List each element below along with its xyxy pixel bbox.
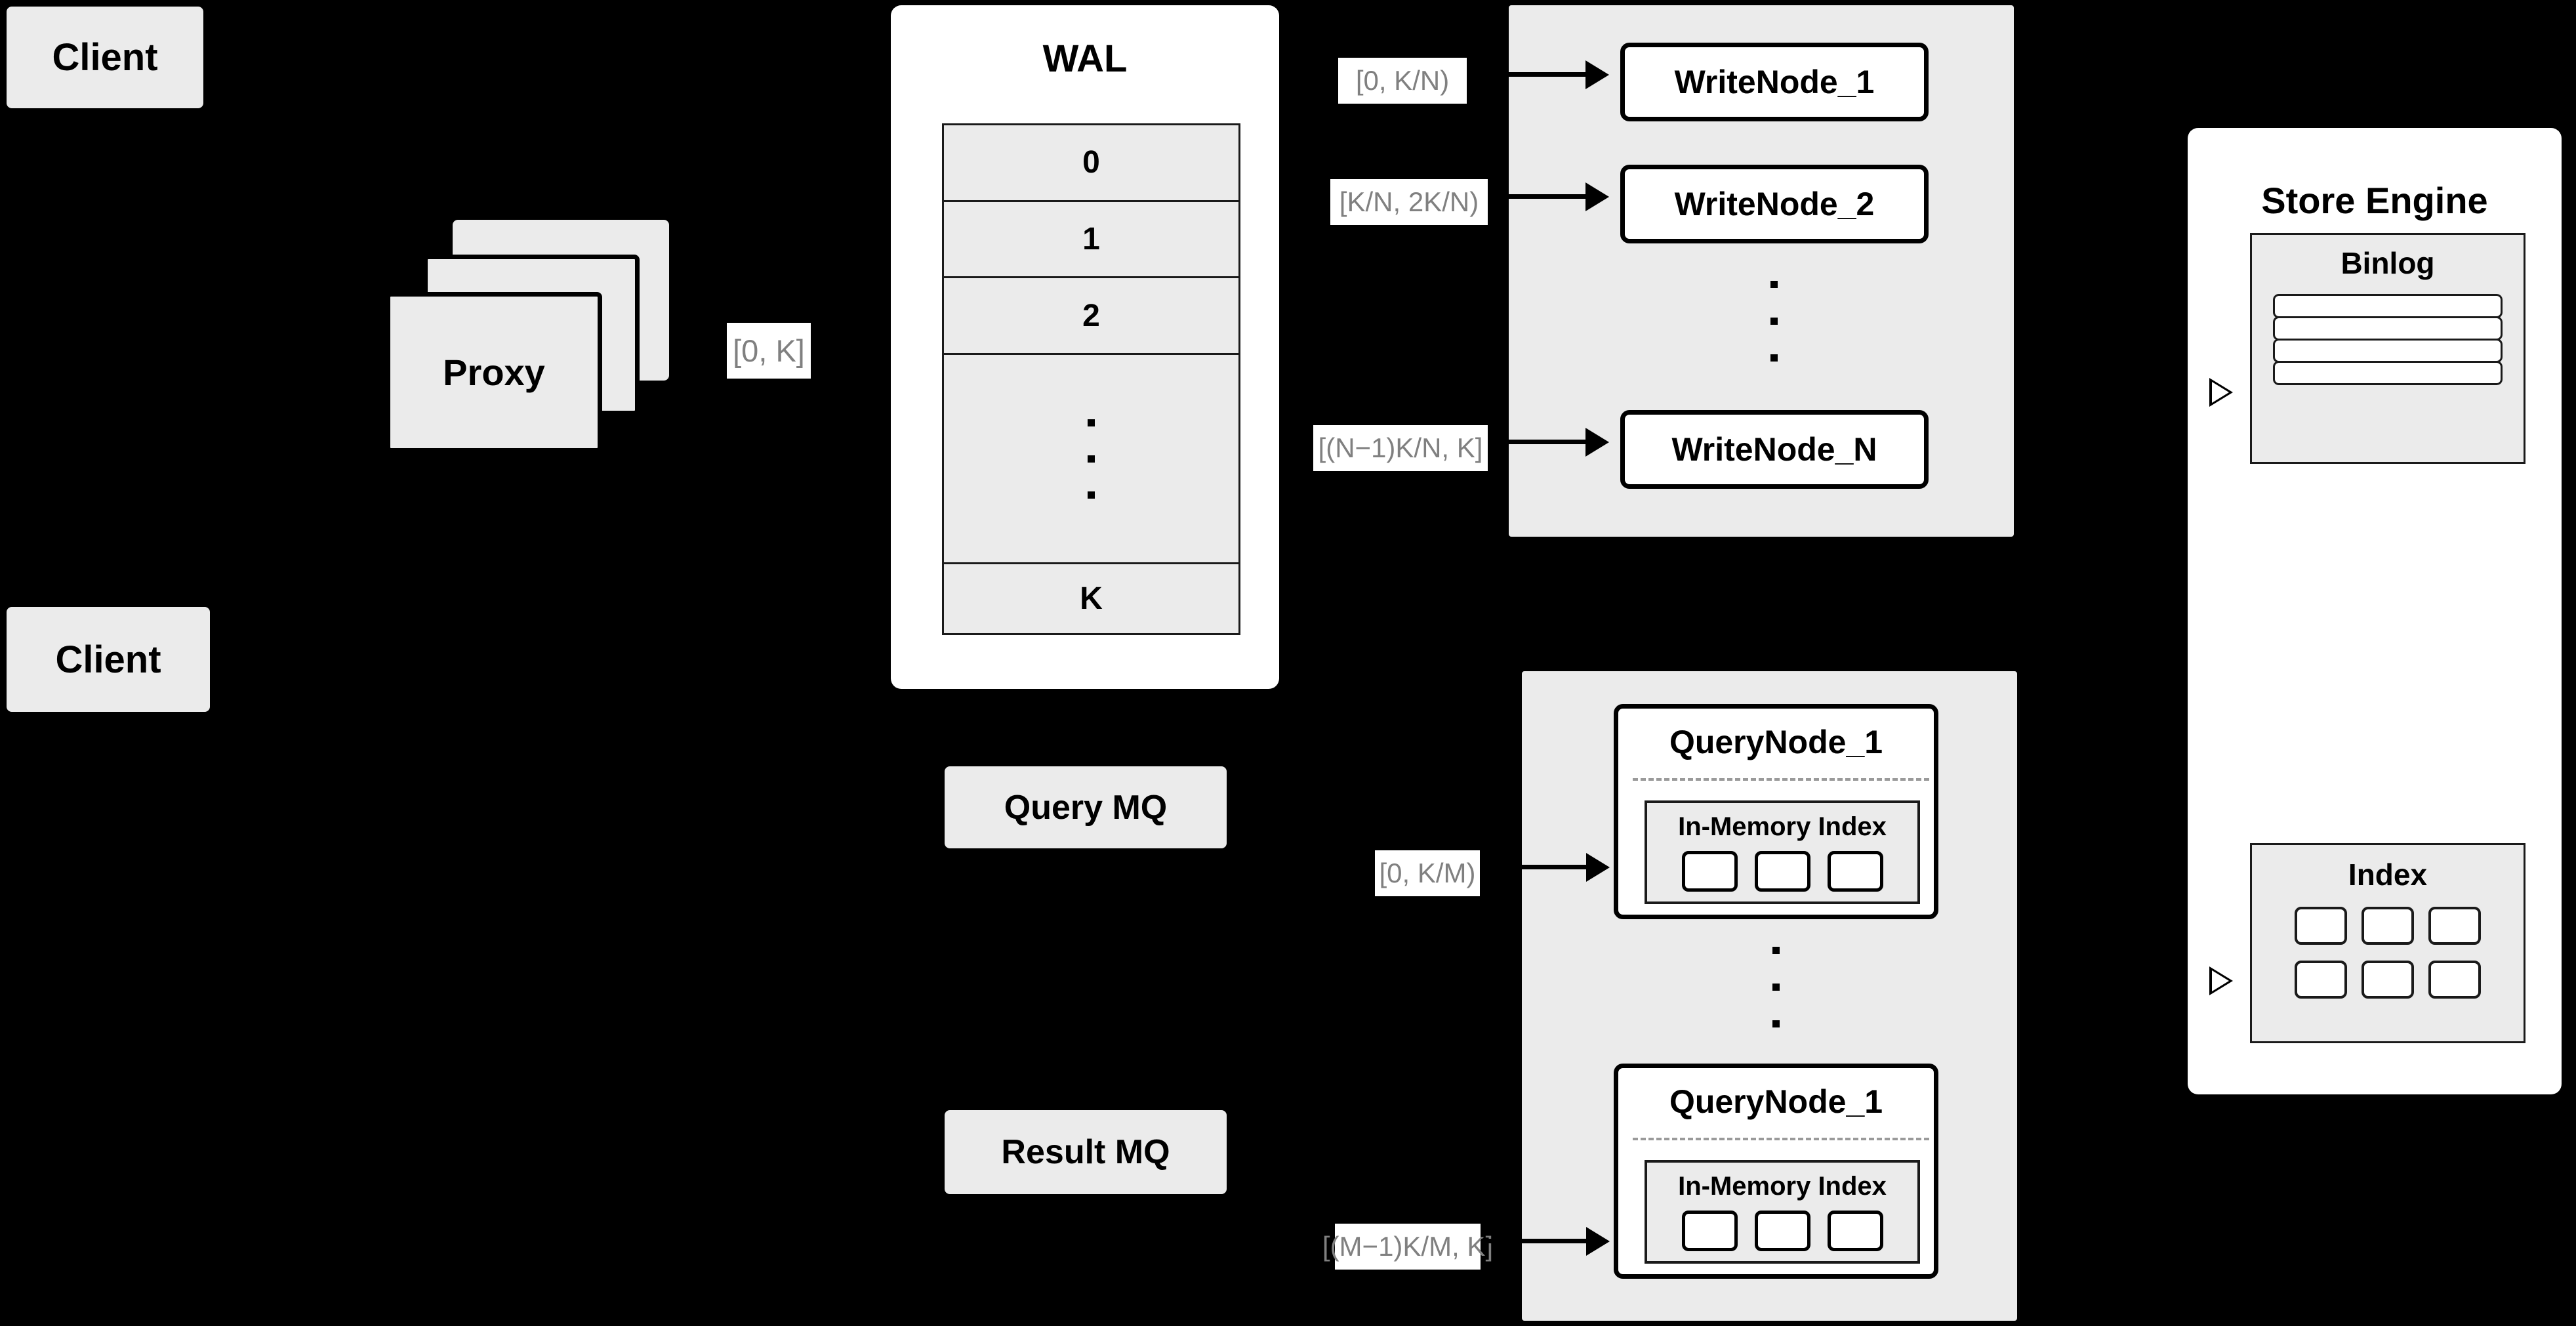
index-cell[interactable] [2295,961,2347,999]
index-title: Index [2348,858,2428,892]
wal-panel: WAL 0 1 2 K [891,5,1279,689]
range-label-write-node-2: [K/N, 2K/N) [1330,179,1488,225]
arrow-head-write-1 [1585,60,1609,89]
index-panel: Index [2250,843,2525,1043]
write-node-group-panel: WriteNode_1 WriteNode_2 WriteNode_N [1509,5,2014,537]
wal-row[interactable]: K [944,564,1238,633]
range-label-query-node-1: [0, K/M) [1375,850,1480,896]
in-memory-index-cell[interactable] [1681,1211,1738,1251]
wal-row[interactable]: 0 [944,125,1238,202]
result-mq-label: Result MQ [1001,1133,1170,1171]
query-node-separator-2 [1633,1138,1929,1140]
write-node-label-n: WriteNode_N [1671,431,1877,468]
range-label-proxy-out: [0, K] [727,323,811,379]
in-memory-index-cell[interactable] [1827,851,1883,892]
index-cell[interactable] [2361,907,2414,945]
write-node-label-2: WriteNode_2 [1674,186,1875,222]
arrow-line-write-2 [1488,194,1585,199]
in-memory-index-cell[interactable] [1754,1211,1810,1251]
index-cell[interactable] [2295,907,2347,945]
range-label-query-node-m: [(M−1)K/M, K] [1322,1224,1493,1270]
arrow-head-index-open [2209,966,2233,995]
wal-title: WAL [1042,37,1128,80]
in-memory-index-label-1: In-Memory Index [1678,812,1887,841]
binlog-row[interactable] [2273,294,2503,318]
proxy-label: Proxy [443,352,545,393]
arrow-line-query-1 [1481,865,1586,869]
binlog-panel: Binlog [2250,233,2525,464]
range-label-write-node-1: [0, K/N) [1338,58,1467,104]
index-cell[interactable] [2428,961,2481,999]
index-cell[interactable] [2361,961,2414,999]
query-node-label-1: QueryNode_1 [1669,724,1883,760]
arrow-head-binlog-open [2209,378,2233,407]
query-mq-label: Query MQ [1004,788,1168,827]
wal-table: 0 1 2 K [942,123,1240,635]
write-node-box-1[interactable]: WriteNode_1 [1620,43,1929,121]
write-node-box-2[interactable]: WriteNode_2 [1620,165,1929,243]
arrow-head-write-n [1585,428,1609,457]
query-node-box-2[interactable]: QueryNode_1 In-Memory Index [1614,1064,1938,1279]
query-group-ellipsis-icon [1772,947,1780,1027]
arrow-head-query-m [1586,1227,1610,1256]
binlog-row[interactable] [2273,316,2503,341]
binlog-row[interactable] [2273,361,2503,385]
write-node-box-n[interactable]: WriteNode_N [1620,410,1929,489]
arrow-head-query-1 [1586,853,1610,882]
arrow-line-binlog [2162,390,2186,394]
write-node-label-1: WriteNode_1 [1674,64,1875,100]
arrow-line-query-m [1481,1239,1586,1243]
store-engine-panel: Store Engine Binlog Index [2188,128,2562,1094]
query-mq-box[interactable]: Query MQ [945,766,1227,848]
arrow-head-write-2 [1585,182,1609,211]
wal-row[interactable]: 1 [944,201,1238,279]
vertical-ellipsis-icon [1088,419,1095,499]
client-label-2: Client [55,638,161,681]
client-box-2[interactable]: Client [7,607,210,712]
arrow-line-write-n [1488,440,1585,444]
store-engine-title: Store Engine [2261,180,2488,221]
binlog-title: Binlog [2341,246,2435,280]
wal-row[interactable]: 2 [944,278,1238,355]
client-box-1[interactable]: Client [7,7,203,108]
in-memory-index-panel-2: In-Memory Index [1645,1160,1920,1264]
query-node-separator-1 [1633,778,1929,781]
index-cell[interactable] [2428,907,2481,945]
query-node-box-1[interactable]: QueryNode_1 In-Memory Index [1614,704,1938,919]
query-node-label-2: QueryNode_1 [1669,1083,1883,1120]
query-node-group-panel: QueryNode_1 In-Memory Index QueryNode_1 [1522,671,2017,1321]
client-label-1: Client [52,36,158,79]
in-memory-index-cell[interactable] [1827,1211,1883,1251]
binlog-row[interactable] [2273,339,2503,363]
in-memory-index-label-2: In-Memory Index [1678,1172,1887,1201]
result-mq-box[interactable]: Result MQ [945,1110,1227,1194]
in-memory-index-cell[interactable] [1754,851,1810,892]
in-memory-index-cell[interactable] [1681,851,1738,892]
arrow-line-index [2162,949,2186,954]
arrow-line-write-1 [1484,72,1585,77]
range-label-write-node-n: [(N−1)K/N, K] [1313,425,1488,471]
in-memory-index-panel-1: In-Memory Index [1645,800,1920,904]
proxy-card-front[interactable]: Proxy [386,292,602,453]
wal-row-ellipsis [944,354,1238,565]
write-group-ellipsis-icon [1770,281,1778,362]
